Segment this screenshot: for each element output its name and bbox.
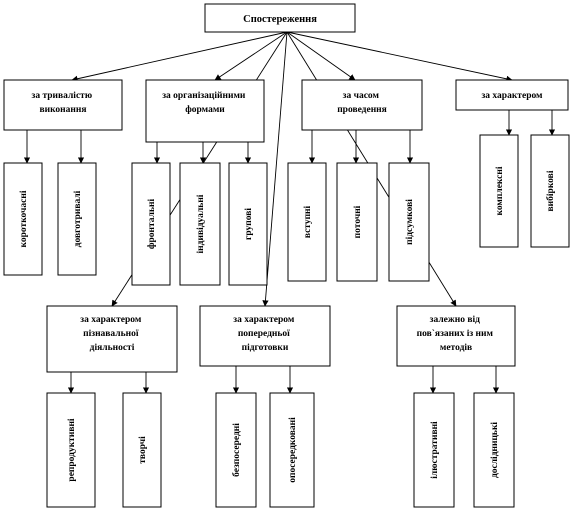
leaf-direct: безпосередні [215,392,257,508]
leaf-label: репродуктивні [66,418,77,482]
leaf-frontal: фронтальні [131,162,171,286]
category-line: за характером [481,91,543,101]
category-line: за часом [343,91,380,101]
svg-text:за організаційними форма: за організаційними формами [162,90,248,115]
category-org: за організаційними формами [145,79,265,143]
leaf-label: підсумкові [404,199,415,245]
connector-arrow [214,31,288,81]
category-line: формами [185,104,225,115]
svg-text:за характером пізнавальн: за характером пізнавальної діяльності [80,315,143,353]
leaf-label: фронтальні [146,199,157,250]
leaf-label: вступні [302,205,313,238]
leaf-individual: індивідуальні [179,162,221,286]
leaf-label: комплексні [494,166,505,215]
leaf-selective: вибіркові [530,134,570,248]
leaf-current: поточні [336,162,378,282]
leaf-label: безпосередні [231,423,242,477]
leaf-introductory: вступні [287,162,327,282]
root-label: Спостереження [243,14,317,25]
category-duration: за тривалістю виконання [3,79,123,131]
connector-arrow [262,31,288,307]
leaf-reproductive: репродуктивні [46,392,96,508]
leaf-label: короткочасні [18,190,29,247]
svg-text:за тривалістю виконання: за тривалістю виконання [32,90,95,115]
category-line: за характером [80,315,142,325]
root-node: Спостереження [204,3,356,33]
category-mediation: за характером попередньої підготовки [199,305,331,367]
leaf-group: групові [228,162,268,286]
svg-text:залежно від пов`язаних і: залежно від пов`язаних із ним методів [417,314,496,353]
connector-arrow [71,31,288,82]
category-line: за характером [233,315,295,325]
leaf-mediated: опосередковані [269,392,315,508]
svg-text:за характером попередньо: за характером попередньої підготовки [233,315,296,353]
category-line: попередньої [238,329,290,339]
category-line: підготовки [242,342,289,353]
leaf-label: групові [243,208,254,240]
category-line: діяльності [90,342,135,353]
leaf-creative: творчі [122,392,162,508]
connector-arrow [286,31,356,81]
connector-arrow [286,31,513,82]
leaf-label: ілюстративні [429,421,440,479]
leaf-short: короткочасні [3,162,43,276]
leaf-label: дослідницькі [489,422,500,478]
svg-text:за часом проведення: за часом проведення [337,91,387,115]
leaf-final: підсумкові [388,162,430,282]
leaf-complex: комплексні [479,134,519,248]
category-time: за часом проведення [301,79,423,131]
leaf-label: індивідуальні [195,194,206,253]
category-cognitive: за характером пізнавальної діяльності [46,305,178,373]
leaf-long: довготривалі [57,162,97,276]
category-character: за характером [455,79,569,111]
leaf-label: поточні [352,205,363,238]
leaf-illustrative: ілюстративні [413,392,455,508]
leaf-label: вибіркові [545,170,556,211]
leaf-label: творчі [137,436,148,464]
svg-text:за характером: за характером [481,91,543,101]
category-line: виконання [39,105,86,115]
category-line: за організаційними [162,90,246,101]
category-line: пізнавальної [83,328,139,339]
category-line: проведення [337,105,387,115]
leaf-research: дослідницькі [473,392,515,508]
leaf-label: довготривалі [72,190,83,247]
category-line: залежно від [430,314,480,325]
category-methods: залежно від пов`язаних із ним методів [396,305,516,367]
category-line: за тривалістю [32,90,93,101]
category-line: методів [440,342,472,353]
category-line: пов`язаних із ним [417,328,494,339]
leaf-label: опосередковані [287,417,298,483]
